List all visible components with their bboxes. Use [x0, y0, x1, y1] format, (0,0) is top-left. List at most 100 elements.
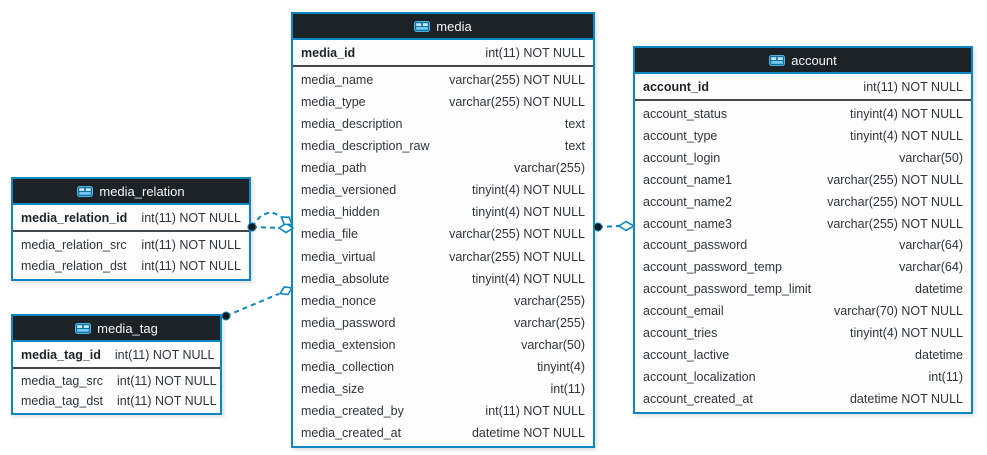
table-media_tag[interactable]: media_tag media_tag_id int(11) NOT NULL …	[11, 314, 222, 415]
column-type: datetime NOT NULL	[849, 391, 963, 406]
column-name: media_tag_dst	[21, 394, 104, 408]
column-row: media_absolute tinyint(4) NOT NULL	[293, 268, 593, 290]
table-account[interactable]: account account_id int(11) NOT NULL acco…	[633, 46, 973, 414]
column-name: account_status	[643, 106, 728, 121]
column-name: media_virtual	[301, 249, 376, 264]
column-row: account_name2 varchar(255) NOT NULL	[635, 191, 971, 213]
relationship-media_relation-media-1	[247, 222, 295, 234]
column-name: account_email	[643, 304, 724, 319]
column-name: media_id	[301, 45, 356, 60]
column-name: media_absolute	[301, 271, 390, 286]
column-type: varchar(255) NOT NULL	[827, 172, 963, 187]
column-type: tinyint(4) NOT NULL	[472, 271, 585, 286]
column-name: account_created_at	[643, 391, 753, 406]
column-row: account_name1 varchar(255) NOT NULL	[635, 169, 971, 191]
column-type: int(11) NOT NULL	[117, 394, 217, 408]
column-type: int(11) NOT NULL	[485, 403, 585, 418]
column-type: int(11)	[928, 370, 963, 385]
column-type: int(11) NOT NULL	[141, 237, 241, 252]
table-icon	[75, 322, 92, 334]
column-name: media_versioned	[301, 183, 397, 198]
table-title: account	[791, 52, 837, 68]
column-type: tinyint(4) NOT NULL	[472, 183, 585, 198]
column-type: tinyint(4) NOT NULL	[472, 205, 585, 220]
column-name: media_description	[301, 117, 403, 132]
column-name: media_password	[301, 315, 396, 330]
pk-separator	[293, 65, 593, 67]
table-header: media_relation	[13, 179, 249, 205]
column-name: account_name3	[643, 216, 732, 231]
column-type: int(11) NOT NULL	[117, 374, 217, 388]
column-row: media_type varchar(255) NOT NULL	[293, 91, 593, 113]
column-name: account_password	[643, 238, 748, 253]
column-name: media_path	[301, 161, 367, 176]
column-row: media_collection tinyint(4)	[293, 356, 593, 378]
column-name: account_login	[643, 150, 721, 165]
column-name: account_name2	[643, 194, 732, 209]
column-name: media_tag_src	[21, 374, 103, 388]
column-type: text	[564, 117, 585, 132]
column-row: media_versioned tinyint(4) NOT NULL	[293, 179, 593, 201]
column-type: int(11) NOT NULL	[863, 79, 963, 94]
column-type: varchar(255) NOT NULL	[827, 194, 963, 209]
table-icon	[769, 54, 786, 66]
table-icon	[414, 20, 431, 32]
table-icon	[77, 185, 94, 197]
column-name: media_type	[301, 95, 366, 110]
table-media[interactable]: media media_id int(11) NOT NULL media_na…	[291, 12, 595, 448]
column-type: varchar(255) NOT NULL	[449, 249, 585, 264]
primary-key-row: media_id int(11) NOT NULL	[293, 40, 593, 65]
column-row: media_password varchar(255)	[293, 312, 593, 334]
column-type: datetime NOT NULL	[471, 426, 585, 441]
column-name: account_tries	[643, 326, 718, 341]
column-name: account_name1	[643, 172, 732, 187]
column-row: account_password varchar(64)	[635, 235, 971, 257]
column-name: account_password_temp_limit	[643, 282, 812, 297]
relationship-media_tag-media	[221, 286, 294, 321]
column-name: media_created_at	[301, 426, 402, 441]
column-type: varchar(50)	[521, 337, 585, 352]
column-type: tinyint(4)	[537, 359, 585, 374]
table-header: media	[293, 14, 593, 40]
table-media_relation[interactable]: media_relation media_relation_id int(11)…	[11, 177, 251, 281]
column-type: varchar(255)	[514, 315, 585, 330]
column-name: account_lactive	[643, 348, 730, 363]
pk-separator	[635, 99, 971, 101]
column-name: media_hidden	[301, 205, 380, 220]
column-type: int(11)	[550, 381, 585, 396]
column-name: media_relation_src	[21, 237, 127, 252]
column-row: media_virtual varchar(255) NOT NULL	[293, 246, 593, 268]
column-row: media_description text	[293, 113, 593, 135]
column-name: media_file	[301, 227, 358, 242]
columns-list: media_tag_src int(11) NOT NULL media_tag_d…	[13, 371, 220, 413]
column-type: varchar(255) NOT NULL	[449, 95, 585, 110]
column-row: media_hidden tinyint(4) NOT NULL	[293, 201, 593, 223]
table-header: account	[635, 48, 971, 74]
column-row: media_relation_src int(11) NOT NULL	[13, 234, 249, 256]
column-name: media_collection	[301, 359, 395, 374]
primary-key-row: media_tag_id int(11) NOT NULL	[13, 342, 220, 367]
column-type: varchar(64)	[899, 238, 963, 253]
column-type: varchar(64)	[899, 260, 963, 275]
column-name: media_size	[301, 381, 365, 396]
column-type: int(11) NOT NULL	[141, 210, 241, 225]
primary-key-row: account_id int(11) NOT NULL	[635, 74, 971, 99]
column-name: media_relation_dst	[21, 259, 127, 274]
